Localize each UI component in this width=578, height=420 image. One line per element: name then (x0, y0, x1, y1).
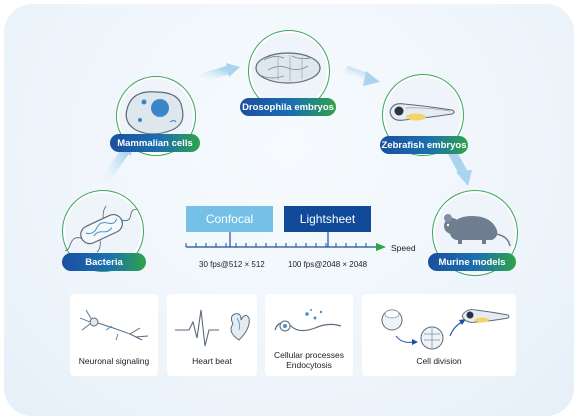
confocal-label: Confocal (205, 212, 254, 226)
mammalian-cell-icon (125, 91, 184, 135)
cell-division-icon (381, 309, 510, 350)
process-card-endocytosis: Cellular processes Endocytosis (265, 294, 353, 376)
process-label: Heart beat (192, 356, 232, 366)
organism-label: Zebrafish embryos (381, 139, 467, 151)
speed-axis-label: Speed (391, 243, 416, 253)
drosophila-embryo-icon (255, 52, 321, 84)
process-label: Neuronal signaling (78, 356, 150, 366)
heart-ecg-icon (175, 309, 250, 347)
lightsheet-label: Lightsheet (299, 212, 356, 226)
organism-pill-bacteria: Bacteria (62, 253, 146, 271)
process-label: Cellular processes Endocytosis (274, 350, 344, 370)
process-card-heart: Heart beat (167, 294, 257, 376)
confocal-box: Confocal (186, 206, 273, 232)
process-label: Cell division (416, 356, 462, 366)
lightsheet-speed-value: 100 fps@2048 × 2048 (288, 260, 368, 269)
organism-label: Mammalian cells (117, 137, 193, 149)
lightsheet-box: Lightsheet (284, 206, 371, 232)
organism-pill-drosophila: Drosophila embryos (240, 98, 336, 116)
organism-pill-zebrafish: Zebrafish embryos (380, 136, 468, 154)
arrow-zebrafish-to-murine (448, 149, 472, 186)
organism-pill-murine: Murine models (428, 253, 516, 271)
zebrafish-embryo-icon (389, 103, 455, 121)
arrow-mammalian-to-drosophila (194, 63, 240, 85)
organism-label: Murine models (438, 256, 506, 268)
bacteria-icon (65, 205, 137, 253)
confocal-speed-value: 30 fps@512 × 512 (199, 260, 265, 269)
organism-label: Bacteria (85, 256, 123, 268)
arrow-drosophila-to-zebrafish (344, 65, 380, 86)
neuron-icon (79, 309, 149, 341)
process-card-neuronal: Neuronal signaling (70, 294, 158, 376)
organism-label: Drosophila embryos (242, 101, 334, 113)
speed-axis (185, 232, 386, 251)
endocytosis-icon (274, 309, 342, 332)
axis-ticks (185, 243, 367, 247)
organism-pill-mammalian: Mammalian cells (110, 134, 200, 152)
process-card-cell-division: Cell division (362, 294, 516, 376)
mouse-icon (444, 214, 511, 247)
